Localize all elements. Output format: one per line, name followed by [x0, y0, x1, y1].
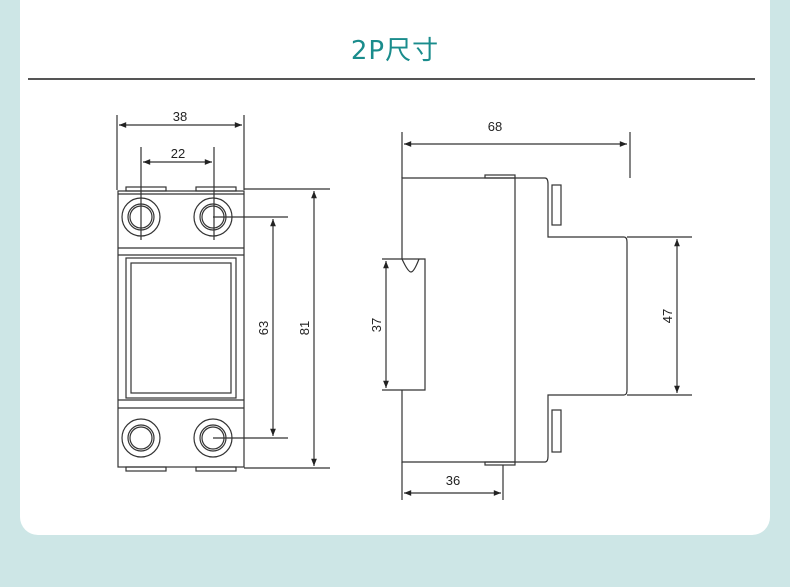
dim-clip: 37 — [369, 318, 384, 332]
dim-rail: 47 — [660, 309, 675, 323]
title-divider — [28, 78, 755, 80]
page-title: 2P尺寸 — [350, 36, 440, 66]
dim-height: 81 — [297, 321, 312, 335]
front-view — [116, 115, 330, 472]
terminal-screws — [121, 197, 233, 458]
dim-terminal-height: 63 — [256, 321, 271, 335]
dim-front-depth: 36 — [446, 473, 460, 488]
dim-depth: 68 — [488, 119, 502, 134]
dim-terminal-spacing: 22 — [171, 146, 185, 161]
side-view — [382, 132, 692, 500]
content-card — [20, 0, 770, 535]
dim-width: 38 — [173, 109, 187, 124]
